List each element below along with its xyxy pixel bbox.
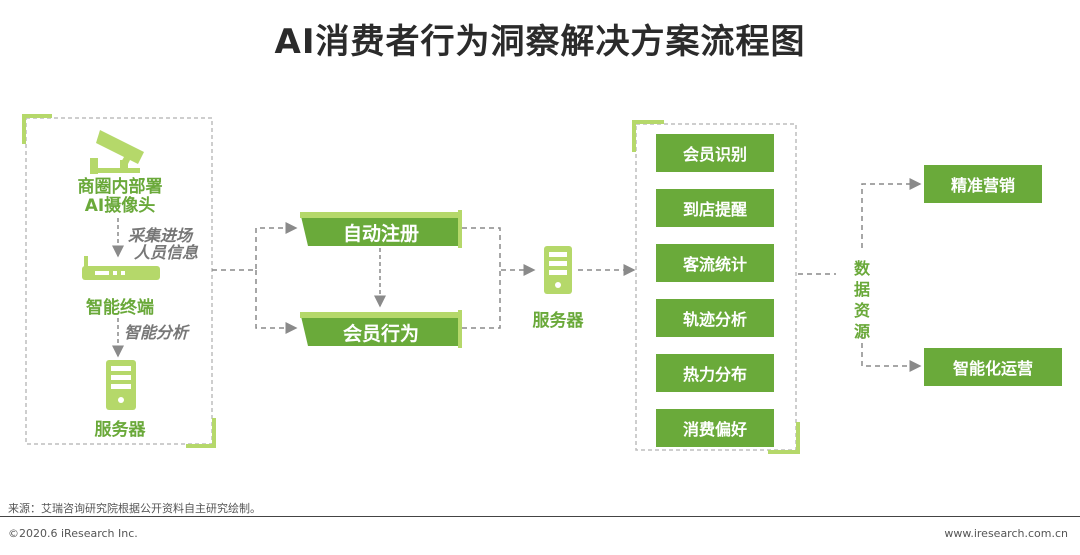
camera-label-line2: AI摄像头 [84, 196, 156, 216]
connector-source-to-output1 [861, 178, 922, 248]
page-title: AI消费者行为洞察解决方案流程图 [274, 22, 806, 62]
connector-steps-to-server [462, 227, 536, 276]
server-icon-left [106, 360, 136, 410]
output-box-1: 精准营销 [924, 165, 1042, 203]
camera-label-line1: 商圈内部署 [77, 177, 163, 197]
server-icon-middle [544, 246, 572, 294]
collect-label-line2: 人员信息 [134, 243, 199, 262]
connector-step2-to-server [462, 270, 501, 329]
terminal-label: 智能终端 [86, 298, 154, 318]
footer-divider [0, 516, 1080, 517]
left-panel-corner-br [186, 418, 216, 448]
feature-box-1: 会员识别 [656, 134, 774, 172]
collect-label-line1: 采集进场 [128, 226, 193, 245]
collect-label: 采集进场 人员信息 [128, 227, 218, 261]
output-box-2: 智能化运营 [924, 348, 1062, 386]
left-panel-corner-tl [22, 114, 52, 144]
feature-panel-frame [635, 123, 797, 451]
feature-box-3: 客流统计 [656, 244, 774, 282]
step1-banner-shape [300, 210, 462, 248]
step2-label: 会员行为 [342, 323, 419, 345]
camera-icon [90, 130, 144, 174]
footer-copyright: ©2020.6 iResearch Inc. [8, 527, 138, 540]
step2-banner-shape [300, 310, 462, 348]
data-source-label: 数据资源 [853, 259, 870, 341]
connector-left-to-steps [212, 222, 298, 271]
feature-panel-corner-br [768, 422, 800, 454]
step1-label: 自动注册 [342, 223, 419, 245]
left-panel-frame [25, 117, 213, 445]
footer-url[interactable]: www.iresearch.com.cn [944, 527, 1068, 540]
feature-box-4: 轨迹分析 [656, 299, 774, 337]
analysis-label: 智能分析 [124, 323, 189, 342]
terminal-icon [82, 256, 160, 280]
camera-label: 商圈内部署 AI摄像头 [60, 178, 180, 216]
connector-left-to-step2 [255, 270, 298, 334]
footer-source: 来源：艾瑞咨询研究院根据公开资料自主研究绘制。 [8, 502, 261, 515]
connector-source-to-output2 [861, 334, 922, 372]
feature-box-6: 消费偏好 [656, 409, 774, 447]
server-label-left: 服务器 [94, 420, 146, 440]
server-label-middle: 服务器 [532, 311, 584, 331]
feature-box-2: 到店提醒 [656, 189, 774, 227]
feature-panel-corner-tl [632, 120, 664, 152]
feature-box-5: 热力分布 [656, 354, 774, 392]
